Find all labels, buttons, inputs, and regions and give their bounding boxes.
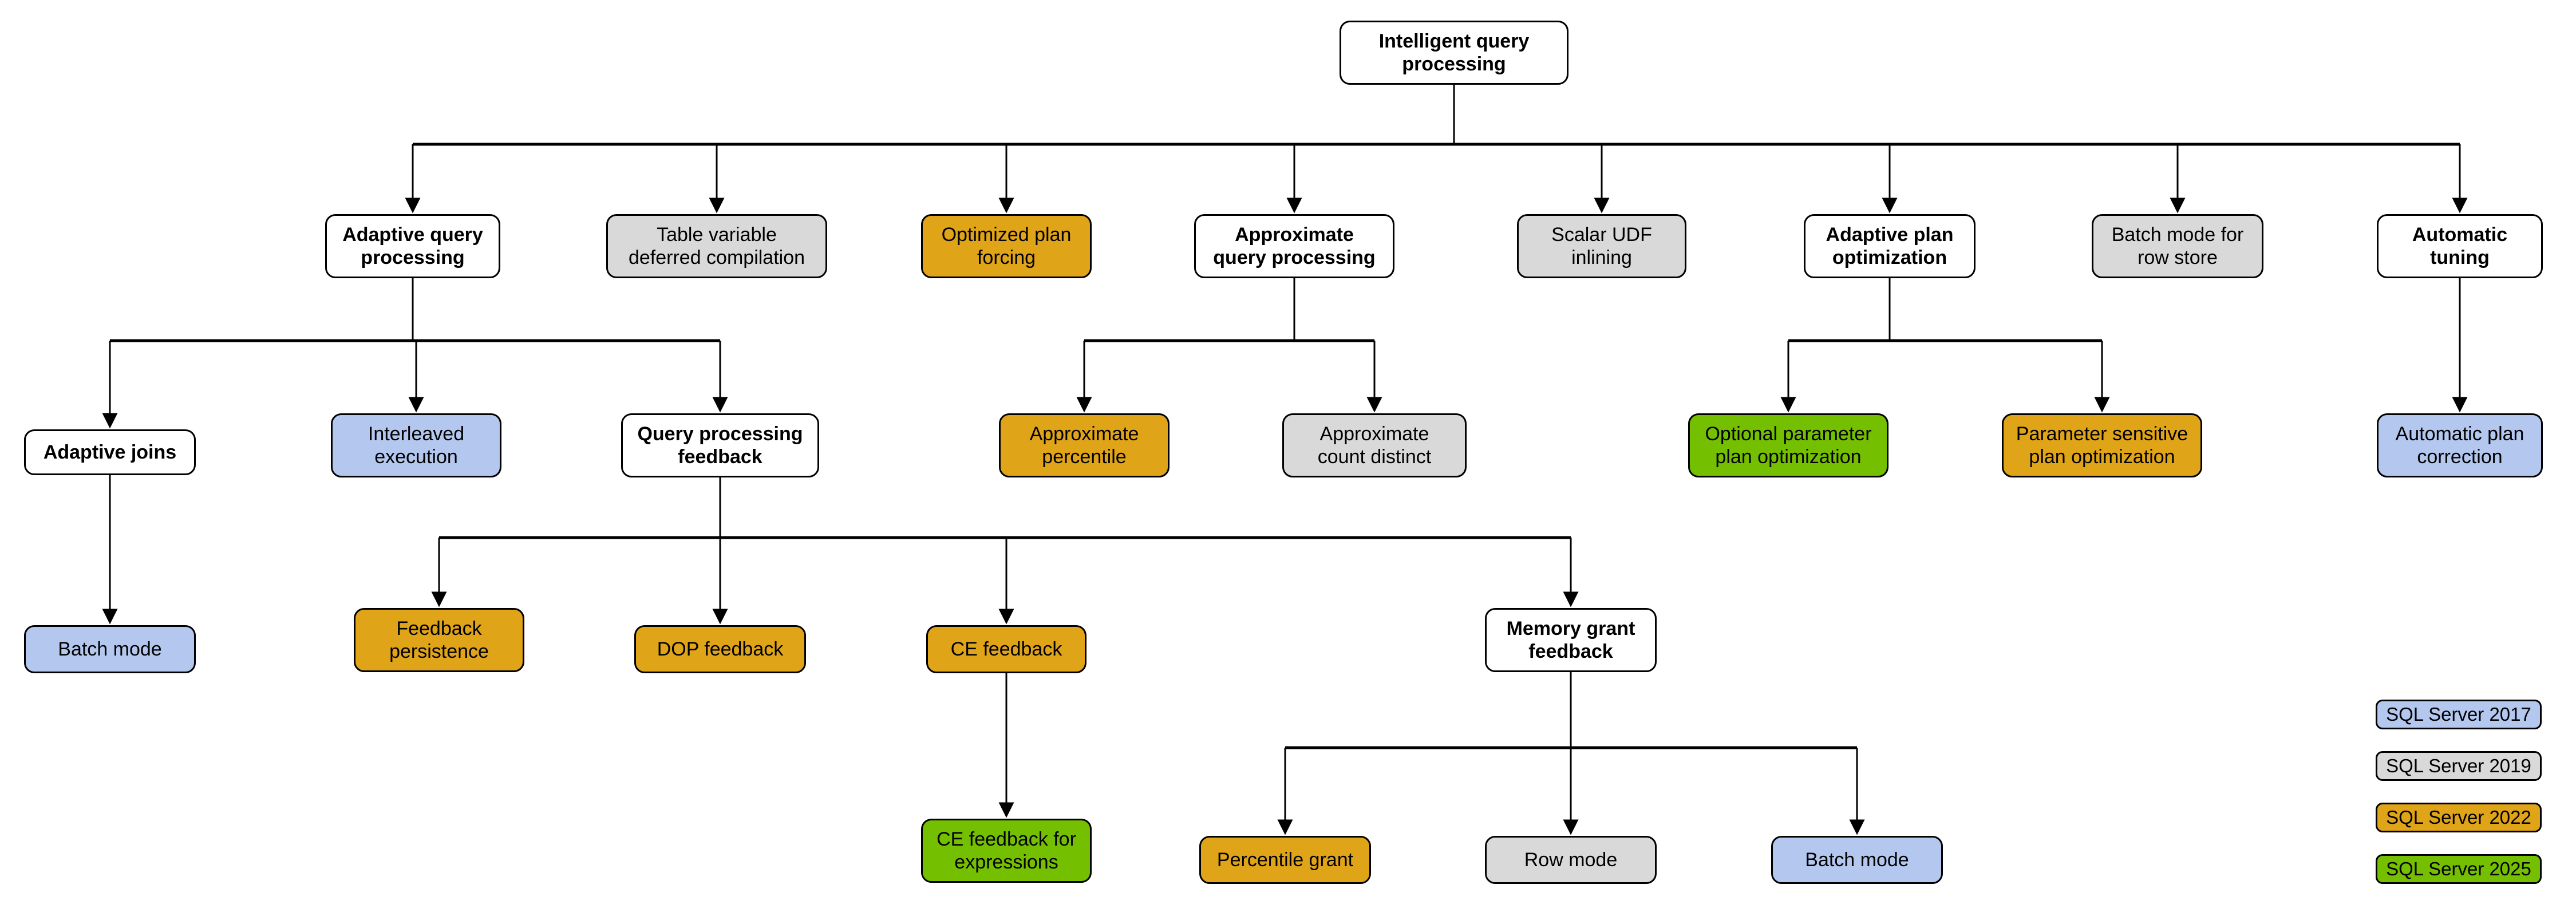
node-approxcd[interactable]: Approximate count distinct xyxy=(1282,413,1467,477)
node-cefbexpr[interactable]: CE feedback for expressions xyxy=(921,819,1092,883)
node-pctgrant[interactable]: Percentile grant xyxy=(1199,836,1371,884)
legend-item-sql-server-2017: SQL Server 2017 xyxy=(2376,700,2542,729)
node-fbpersist[interactable]: Feedback persistence xyxy=(354,608,524,672)
node-tvdc[interactable]: Table variable deferred compilation xyxy=(606,214,827,278)
node-aqp[interactable]: Adaptive query processing xyxy=(325,214,500,278)
legend-item-sql-server-2025: SQL Server 2025 xyxy=(2376,854,2542,884)
node-approxpct[interactable]: Approximate percentile xyxy=(999,413,1170,477)
node-dopfb[interactable]: DOP feedback xyxy=(634,625,806,673)
node-apo[interactable]: Adaptive plan optimization xyxy=(1804,214,1976,278)
node-batchmode2[interactable]: Batch mode xyxy=(1771,836,1943,884)
node-approxqp[interactable]: Approximate query processing xyxy=(1194,214,1394,278)
node-udf[interactable]: Scalar UDF inlining xyxy=(1517,214,1686,278)
node-psp[interactable]: Parameter sensitive plan optimization xyxy=(2002,413,2202,477)
node-opf[interactable]: Optimized plan forcing xyxy=(921,214,1092,278)
node-autotune[interactable]: Automatic tuning xyxy=(2377,214,2543,278)
legend-item-sql-server-2019: SQL Server 2019 xyxy=(2376,751,2542,781)
node-batchmode1[interactable]: Batch mode xyxy=(24,625,196,673)
node-oppo[interactable]: Optional parameter plan optimization xyxy=(1688,413,1888,477)
node-bmrs[interactable]: Batch mode for row store xyxy=(2092,214,2263,278)
node-interleaved[interactable]: Interleaved execution xyxy=(331,413,501,477)
node-mgf[interactable]: Memory grant feedback xyxy=(1485,608,1657,672)
legend-item-sql-server-2022: SQL Server 2022 xyxy=(2376,803,2542,832)
node-qpf[interactable]: Query processing feedback xyxy=(621,413,819,477)
node-cefb[interactable]: CE feedback xyxy=(926,625,1086,673)
node-rowmode[interactable]: Row mode xyxy=(1485,836,1657,884)
node-apc[interactable]: Automatic plan correction xyxy=(2377,413,2543,477)
node-adaptivejoins[interactable]: Adaptive joins xyxy=(24,429,196,475)
node-root[interactable]: Intelligent query processing xyxy=(1340,21,1568,85)
